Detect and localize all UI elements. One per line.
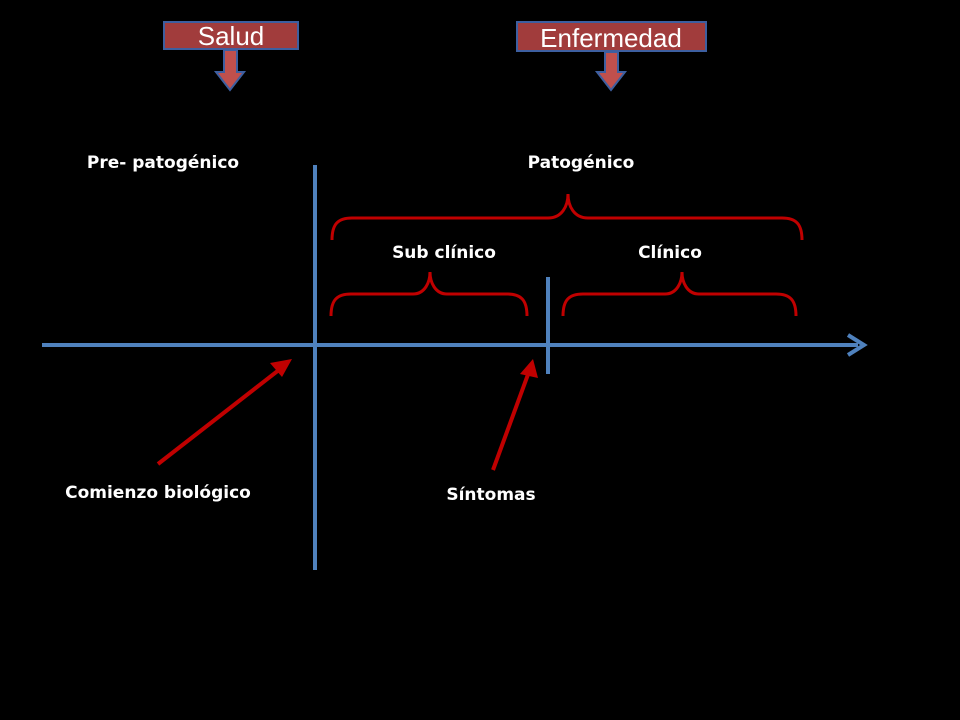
salud-marker: Salud: [163, 21, 299, 92]
clinico-brace: [561, 271, 798, 317]
pre-patogenico-label: Pre- patogénico: [87, 153, 239, 173]
clinico-label: Clínico: [638, 243, 702, 263]
enfermedad-label: Enfermedad: [540, 23, 682, 53]
axis-arrowhead-icon: [846, 333, 868, 357]
enfermedad-marker: Enfermedad: [516, 21, 707, 92]
sintomas-arrow-line: [491, 368, 532, 471]
comienzo-arrowhead-icon: [270, 359, 292, 377]
comienzo-biologico-label: Comienzo biológico: [65, 483, 251, 503]
sub-clinico-label: Sub clínico: [392, 243, 496, 263]
sintomas-pointer: [491, 359, 538, 471]
salud-down-arrow-icon: [213, 49, 247, 92]
comienzo-arrow-line: [156, 364, 286, 466]
patogenico-label: Patogénico: [528, 153, 635, 173]
sintomas-arrowhead-icon: [520, 359, 538, 378]
enfermedad-down-arrow-icon: [594, 51, 628, 92]
comienzo-pointer: [156, 359, 292, 466]
sub-clinico-brace: [329, 271, 529, 317]
sintomas-label: Síntomas: [446, 485, 535, 505]
patogenico-brace: [330, 193, 804, 241]
salud-label: Salud: [198, 21, 265, 51]
